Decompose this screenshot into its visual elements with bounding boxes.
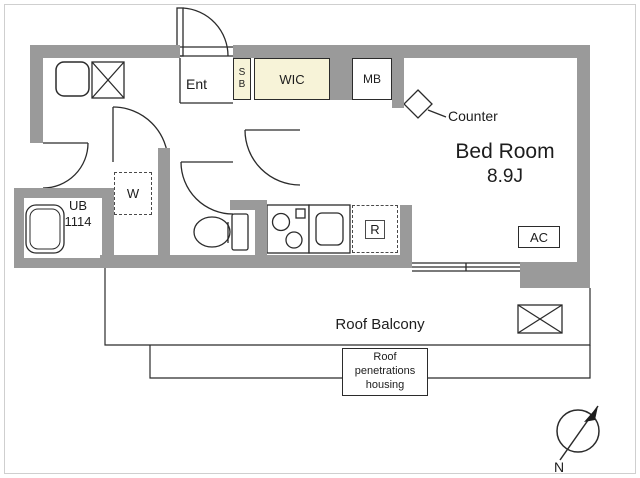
- wall-top-right: [233, 45, 590, 58]
- unit-bath-name: UB: [68, 198, 88, 213]
- wall-kitchen-bottom: [100, 255, 412, 268]
- bedroom-door-swing: [244, 129, 301, 186]
- north-label: N: [554, 459, 564, 475]
- meter-box-label: MB: [363, 72, 381, 86]
- unit-bath-size: 1114: [64, 214, 92, 230]
- roof-housing-line2: penetrations: [354, 365, 416, 378]
- wall-top-left: [30, 45, 180, 58]
- wall-toilet-right: [255, 200, 267, 255]
- shoe-box-label: SB: [236, 67, 248, 91]
- roof-housing-line1: Roof: [373, 351, 397, 364]
- entrance-door-swing: [176, 7, 233, 104]
- wall-slider-right-stub: [520, 262, 577, 288]
- shoe-box: SB: [233, 58, 251, 100]
- washer-label: W: [126, 186, 140, 201]
- image-border: [4, 4, 636, 474]
- wall-closet-divider-2: [392, 58, 404, 108]
- wall-bedroom-left: [400, 205, 412, 255]
- bedroom-name: Bed Room: [455, 140, 555, 163]
- walk-in-closet: WIC: [254, 58, 330, 100]
- entrance-label: Ent: [186, 76, 208, 92]
- counter-label: Counter: [448, 108, 498, 124]
- washer-space: W: [114, 172, 152, 215]
- wall-ub-top: [14, 188, 114, 198]
- refrigerator-space: R: [352, 205, 398, 253]
- stove: [266, 204, 310, 254]
- kitchen-sink: [308, 204, 351, 254]
- bedroom-size: 8.9J: [487, 166, 523, 188]
- wall-washroom-divider: [158, 148, 170, 255]
- toilet-door-swing: [180, 161, 234, 215]
- unit-bath-label: UB 1114: [50, 198, 106, 231]
- meter-box: MB: [352, 58, 392, 100]
- bedroom-label: Bed Room 8.9J: [420, 138, 590, 190]
- counter-mark: [403, 89, 447, 119]
- washroom-door-swing: [42, 142, 89, 189]
- compass: N: [554, 405, 600, 475]
- air-conditioner: AC: [518, 226, 560, 248]
- roof-balcony-label: Roof Balcony: [335, 316, 425, 333]
- wall-ub-bottom: [14, 258, 114, 268]
- balcony-sliding-door: [412, 262, 520, 272]
- wall-right: [577, 58, 590, 288]
- roof-penetrations-housing: Roof penetrations housing: [342, 348, 428, 396]
- refrigerator-label: R: [365, 219, 385, 239]
- wall-ub-left: [14, 198, 24, 268]
- walk-in-closet-label: WIC: [279, 71, 305, 87]
- bathtub: [25, 204, 65, 254]
- washbasin: [55, 61, 90, 97]
- balcony-hatch-box: [517, 304, 563, 334]
- air-conditioner-label: AC: [529, 229, 549, 245]
- toilet: [193, 213, 249, 251]
- pipe-space-hatch: [91, 61, 125, 99]
- wall-closet-divider-1: [330, 58, 352, 100]
- wall-ub-right: [102, 188, 114, 268]
- wall-left-upper: [30, 58, 43, 143]
- roof-housing-line3: housing: [365, 378, 405, 391]
- wall-toilet-top: [230, 200, 267, 210]
